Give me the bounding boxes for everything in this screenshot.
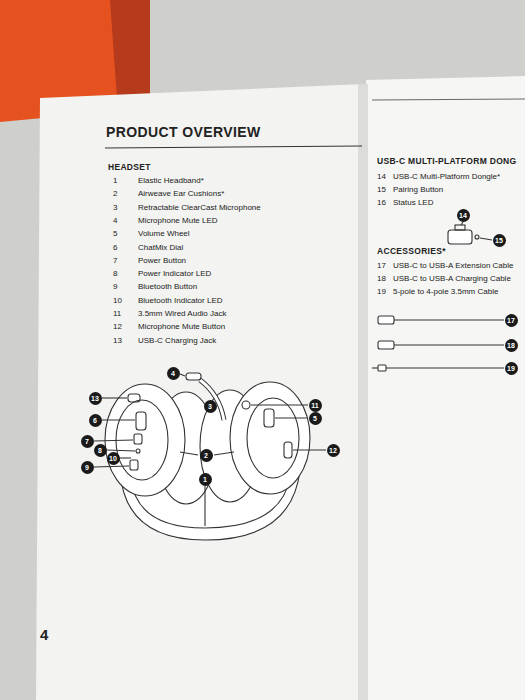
- callout-number: 4: [167, 367, 180, 380]
- item-text: USB-C to USB-A Charging Cable: [393, 274, 511, 283]
- item-text: Bluetooth Indicator LED: [138, 296, 223, 305]
- callout-number: 12: [327, 444, 340, 457]
- item-number: 8: [113, 269, 117, 278]
- item-text: USB-C to USB-A Extension Cable: [393, 261, 514, 270]
- page-title: PRODUCT OVERVIEW: [106, 124, 261, 140]
- item-text: ChatMix Dial: [138, 243, 183, 252]
- section-heading: HEADSET: [108, 162, 151, 172]
- callout-number: 17: [505, 314, 518, 327]
- item-text: Microphone Mute LED: [138, 216, 218, 225]
- callout-number: 11: [309, 399, 322, 412]
- item-text: Airweave Ear Cushions*: [138, 189, 224, 198]
- item-number: 14: [377, 172, 386, 181]
- item-number: 13: [113, 336, 122, 345]
- item-text: Elastic Headband*: [138, 176, 204, 185]
- item-text: Bluetooth Button: [138, 282, 197, 291]
- item-number: 7: [113, 256, 117, 265]
- item-number: 15: [377, 185, 386, 194]
- item-number: 4: [113, 216, 117, 225]
- item-text: USB-C Charging Jack: [138, 336, 216, 345]
- section-heading: USB-C MULTI-PLATFORM DONG: [377, 156, 516, 166]
- item-number: 12: [113, 322, 122, 331]
- callout-number: 13: [89, 392, 102, 405]
- callout-number: 3: [204, 400, 217, 413]
- callout-number: 6: [89, 414, 102, 427]
- callout-number: 19: [505, 362, 518, 375]
- item-number: 17: [377, 261, 386, 270]
- item-number: 19: [377, 287, 386, 296]
- item-text: Status LED: [393, 198, 433, 207]
- item-text: Power Indicator LED: [138, 269, 211, 278]
- callout-number: 10: [107, 452, 120, 465]
- item-text: Power Button: [138, 256, 186, 265]
- section-heading: ACCESSORIES*: [377, 246, 446, 256]
- item-number: 10: [113, 296, 122, 305]
- item-text: Retractable ClearCast Microphone: [138, 203, 261, 212]
- item-text: 5-pole to 4-pole 3.5mm Cable: [393, 287, 498, 296]
- item-number: 16: [377, 198, 386, 207]
- item-number: 5: [113, 229, 117, 238]
- item-number: 18: [377, 274, 386, 283]
- item-number: 3: [113, 203, 117, 212]
- callout-number: 8: [94, 444, 107, 457]
- callout-number: 14: [457, 209, 470, 222]
- item-number: 9: [113, 282, 117, 291]
- item-number: 6: [113, 243, 117, 252]
- page-number: 4: [40, 626, 48, 643]
- callout-number: 15: [493, 234, 506, 247]
- callout-number: 9: [81, 461, 94, 474]
- callout-number: 7: [81, 435, 94, 448]
- item-text: Volume Wheel: [138, 229, 190, 238]
- item-text: Microphone Mute Button: [138, 322, 225, 331]
- item-number: 2: [113, 189, 117, 198]
- item-text: Pairing Button: [393, 185, 443, 194]
- item-number: 1: [113, 176, 117, 185]
- callout-number: 2: [200, 449, 213, 462]
- item-number: 11: [113, 309, 121, 318]
- callout-number: 18: [505, 339, 518, 352]
- item-text: USB-C Multi-Platform Dongle*: [393, 172, 500, 181]
- callout-number: 1: [199, 473, 212, 486]
- callout-number: 5: [309, 412, 322, 425]
- item-text: 3.5mm Wired Audio Jack: [138, 309, 226, 318]
